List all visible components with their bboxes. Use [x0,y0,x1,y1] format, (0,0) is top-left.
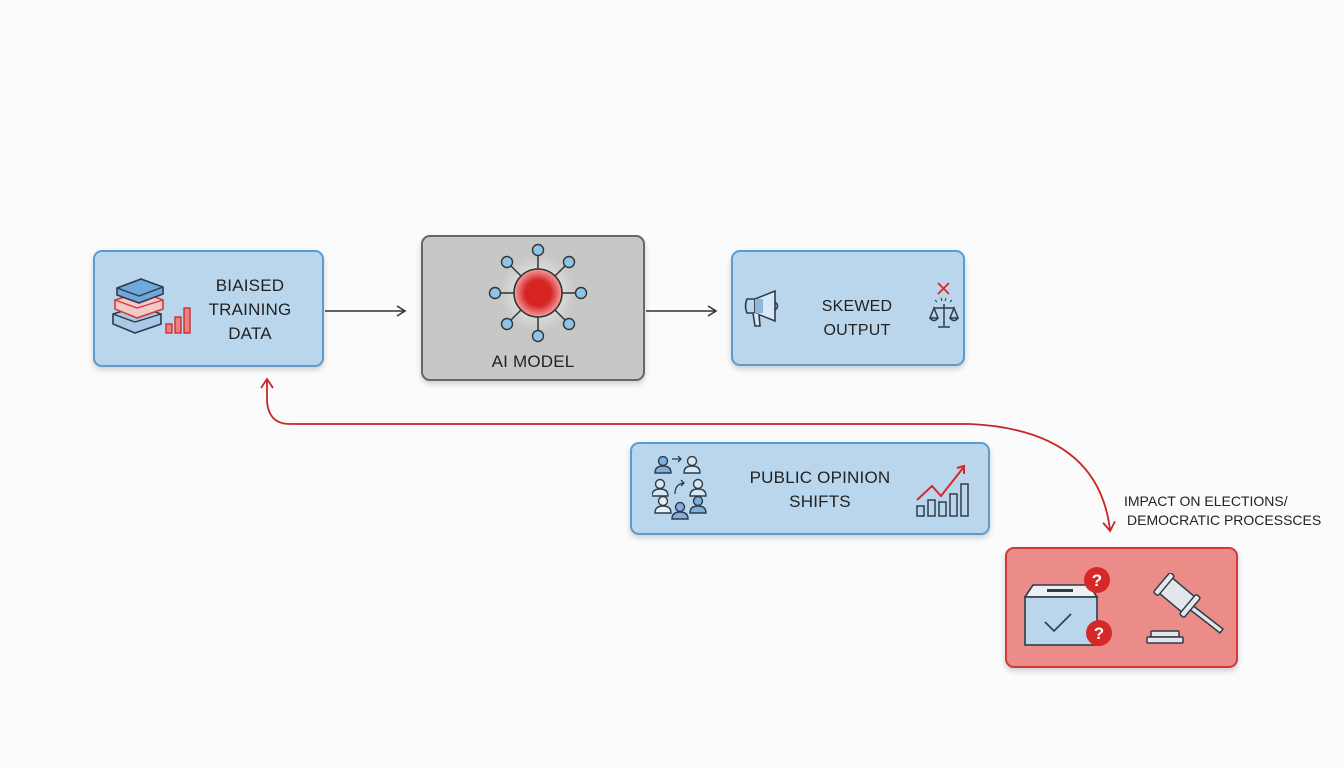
rising-chart-icon [916,464,969,517]
ballot-box-icon: ? ? [1023,567,1112,646]
svg-text:?: ? [1094,624,1104,643]
megaphone-icon [744,289,779,327]
node-ai-model[interactable]: AI MODEL [421,235,645,381]
node-label: PUBLIC OPINION SHIFTS [730,466,910,514]
question-mark-icon: ? [1086,620,1112,646]
impact-label-line: IMPACT ON ELECTIONS/ [1124,493,1288,509]
neural-network-icon [488,243,588,343]
books-with-bar-chart-icon [112,278,191,334]
edge-feedback-to-data [260,377,680,425]
impact-label: IMPACT ON ELECTIONS/ DEMOCRATIC PROCESSC… [1124,492,1321,530]
node-label: SKEWED OUTPUT [821,298,893,339]
label-line: BIAISED [215,276,285,295]
label-line: PUBLIC OPINION [749,468,891,487]
question-mark-icon: ? [1084,567,1110,593]
node-biased-training-data[interactable]: BIAISED TRAINING DATA [93,250,324,367]
node-label: AI MODEL [491,352,575,371]
svg-text:?: ? [1092,571,1102,590]
node-label: BIAISED TRAINING DATA [195,274,305,346]
people-influence-icon [652,456,707,520]
label-line: DATA [228,324,272,343]
label-line: TRAINING [208,300,292,319]
gavel-icon [1146,573,1225,644]
label-line: SHIFTS [789,492,851,511]
edge-feedback-to-impact [680,423,1116,533]
impact-label-line: DEMOCRATIC PROCESSCES [1127,512,1322,528]
node-impact-elections[interactable]: ? ? [1005,547,1238,668]
node-public-opinion-shifts[interactable]: PUBLIC OPINION SHIFTS [630,442,990,535]
broken-scales-icon [929,282,959,328]
node-skewed-output[interactable]: SKEWED OUTPUT [731,250,965,366]
